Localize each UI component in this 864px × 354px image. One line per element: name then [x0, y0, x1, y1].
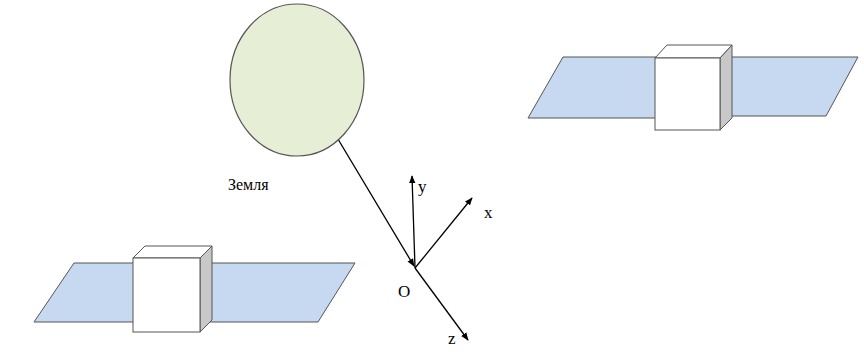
earth-label: Земля [228, 176, 368, 194]
satellite-right [528, 45, 858, 130]
origin-label: O [398, 283, 410, 300]
earth-shape [226, 2, 368, 158]
satellite-left [34, 246, 355, 332]
axis-label: x [484, 204, 493, 221]
axis-y [412, 176, 415, 268]
axis-x [415, 198, 472, 268]
axis-label: z [448, 330, 456, 347]
earth-node: Земля [226, 2, 368, 196]
axis-label: y [418, 178, 427, 195]
axis-z [415, 268, 468, 340]
